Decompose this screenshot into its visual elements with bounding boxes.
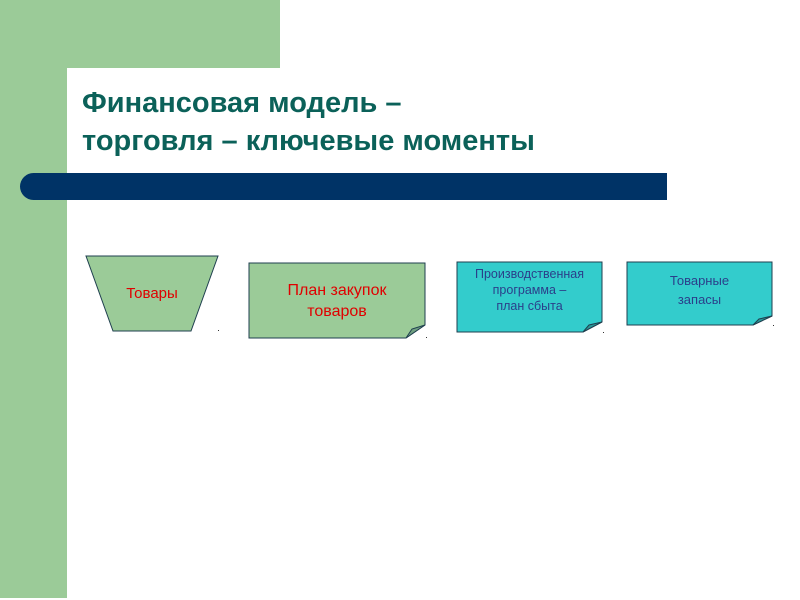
anchor-dot: [773, 325, 774, 326]
folded-note-shape: [456, 261, 603, 333]
node-purchase-plan-label: План закупок товаров: [287, 281, 387, 320]
content-corner: [67, 68, 107, 108]
trapezoid-shape: [85, 255, 219, 332]
anchor-dot: [426, 337, 427, 338]
node-goods: Товары: [85, 255, 219, 332]
node-inventory: Товарные запасы: [626, 261, 773, 326]
slide-title-line-2: торговля – ключевые моменты: [82, 125, 535, 157]
node-production-program-label: Производственная программа – план сбыта: [474, 267, 585, 313]
slide-title: Финансовая модель – торговля – ключевые …: [82, 84, 535, 160]
title-underline-bar: [20, 173, 667, 200]
folded-note-shape: [626, 261, 773, 326]
accent-block-left: [0, 0, 67, 598]
anchor-dot: [603, 332, 604, 333]
slide-title-line-1: Финансовая модель –: [82, 87, 402, 119]
anchor-dot: [218, 330, 219, 331]
node-production-program: Производственная программа – план сбыта: [456, 261, 603, 333]
node-inventory-label: Товарные запасы: [669, 273, 730, 307]
folded-note-shape: [248, 262, 426, 339]
node-purchase-plan: План закупок товаров: [248, 262, 426, 339]
node-goods-label: Товары: [126, 285, 178, 302]
